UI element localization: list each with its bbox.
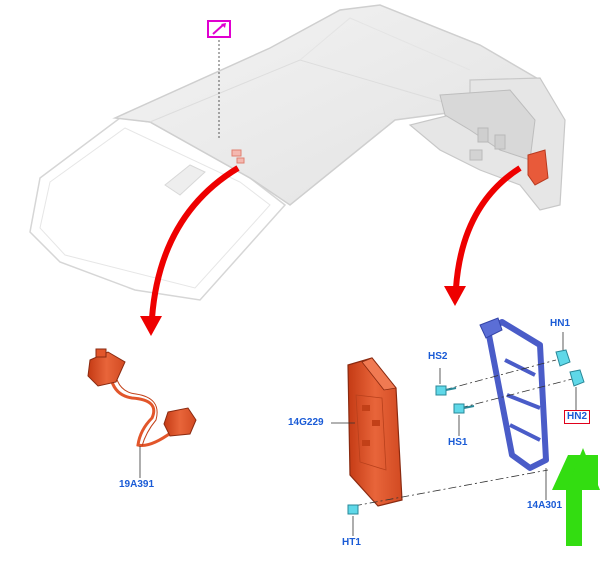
edit-pencil-icon: [207, 20, 231, 38]
callout-14a301: 14A301: [527, 500, 563, 511]
fastener-hs2: [435, 368, 457, 396]
vehicle-roof-view: [29, 4, 566, 301]
fastener-ht1: [347, 504, 359, 536]
fastener-hn1: [555, 332, 571, 367]
green-arrow: [552, 448, 600, 546]
red-arrow-left: [140, 165, 240, 336]
fastener-hn2: [569, 369, 585, 410]
callout-hn1: HN1: [550, 318, 571, 329]
harness-19a391: [87, 348, 197, 478]
module-14g229: [331, 357, 549, 507]
fastener-hs1: [453, 403, 475, 436]
red-arrow-right: [444, 165, 522, 306]
bracket-14a301: [443, 317, 577, 500]
callout-hn2: HN2: [564, 410, 591, 424]
callout-14g229: 14G229: [288, 417, 324, 428]
callout-19a391: 19A391: [119, 479, 155, 490]
callout-ht1: HT1: [342, 537, 361, 548]
callout-hs1: HS1: [448, 437, 468, 448]
callout-hs2: HS2: [428, 351, 448, 362]
